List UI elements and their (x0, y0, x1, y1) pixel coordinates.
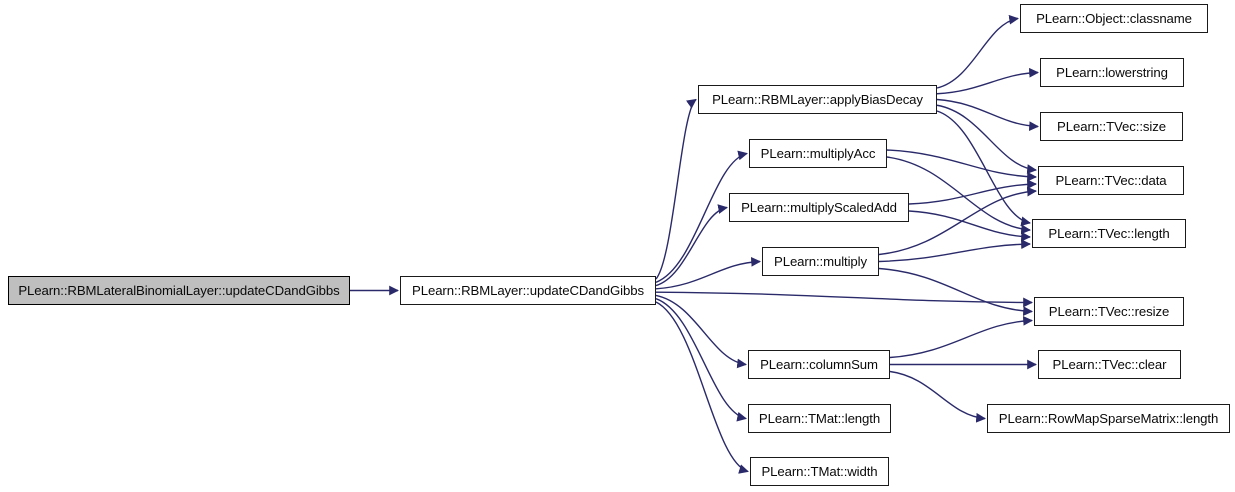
graph-edge-applybiasdecay-to-lowerstring (936, 67, 1039, 95)
graph-node-label: PLearn::lowerstring (1056, 64, 1168, 80)
graph-edge-rbmlayer_update-to-tvec_resize (655, 291, 1033, 308)
graph-node-tvec_resize[interactable]: PLearn::TVec::resize (1034, 297, 1184, 326)
graph-node-tvec_size[interactable]: PLearn::TVec::size (1040, 112, 1183, 141)
graph-node-multiply[interactable]: PLearn::multiply (762, 247, 879, 276)
graph-node-label: PLearn::TVec::size (1057, 118, 1166, 134)
graph-edge-multiplyscaledadd-to-tvec_length (908, 210, 1031, 242)
graph-node-label: PLearn::RBMLayer::applyBiasDecay (712, 91, 923, 107)
graph-node-label: PLearn::TMat::width (761, 463, 878, 479)
graph-node-tvec_clear[interactable]: PLearn::TVec::clear (1038, 350, 1181, 379)
graph-edge-rbmlayer_update-to-multiplyscaledadd (655, 204, 728, 287)
graph-node-label: PLearn::RBMLayer::updateCDandGibbs (412, 282, 644, 298)
graph-node-label: PLearn::RowMapSparseMatrix::length (998, 410, 1219, 426)
graph-node-label: PLearn::TVec::length (1048, 225, 1170, 241)
graph-edge-rbmlayer_update-to-tmat_width (655, 301, 749, 474)
graph-edge-rbmlayer_update-to-columnsum (655, 294, 747, 369)
graph-node-root[interactable]: PLearn::RBMLateralBinomialLayer::updateC… (8, 276, 350, 305)
graph-node-label: PLearn::multiply (774, 253, 867, 269)
graph-edge-applybiasdecay-to-tvec_data (936, 104, 1037, 174)
graph-node-columnsum[interactable]: PLearn::columnSum (748, 350, 890, 379)
graph-edge-multiplyscaledadd-to-tvec_data (908, 179, 1037, 205)
graph-edge-columnsum-to-tvec_resize (889, 315, 1033, 359)
graph-node-label: PLearn::RBMLateralBinomialLayer::updateC… (18, 282, 340, 298)
graph-node-rowmapsparsematrix_length[interactable]: PLearn::RowMapSparseMatrix::length (987, 404, 1230, 433)
graph-edge-rbmlayer_update-to-applybiasdecay (655, 98, 697, 280)
graph-node-label: PLearn::TMat::length (758, 410, 881, 426)
graph-edge-rbmlayer_update-to-multiply (655, 256, 761, 290)
graph-edge-applybiasdecay-to-tvec_size (936, 98, 1039, 132)
graph-edge-applybiasdecay-to-tvec_length (936, 110, 1031, 227)
graph-node-label: PLearn::Object::classname (1036, 10, 1192, 26)
graph-node-tvec_data[interactable]: PLearn::TVec::data (1038, 166, 1184, 195)
graph-edge-rbmlayer_update-to-tmat_length (655, 298, 747, 422)
graph-edge-applybiasdecay-to-object_classname (936, 14, 1019, 89)
graph-node-tvec_length[interactable]: PLearn::TVec::length (1032, 219, 1186, 248)
graph-edge-multiply-to-tvec_resize (878, 267, 1033, 316)
graph-edge-multiplyacc-to-tvec_data (886, 149, 1037, 182)
graph-node-applybiasdecay[interactable]: PLearn::RBMLayer::applyBiasDecay (698, 85, 937, 114)
graph-node-tmat_width[interactable]: PLearn::TMat::width (750, 457, 889, 486)
graph-node-rbmlayer_update[interactable]: PLearn::RBMLayer::updateCDandGibbs (400, 276, 656, 305)
graph-node-label: PLearn::TVec::resize (1048, 303, 1170, 319)
graph-node-multiplyscaledadd[interactable]: PLearn::multiplyScaledAdd (729, 193, 909, 222)
graph-node-label: PLearn::multiplyAcc (760, 145, 876, 161)
graph-node-label: PLearn::columnSum (760, 356, 878, 372)
graph-node-object_classname[interactable]: PLearn::Object::classname (1020, 4, 1208, 33)
graph-node-lowerstring[interactable]: PLearn::lowerstring (1040, 58, 1184, 87)
graph-node-label: PLearn::TVec::data (1055, 172, 1167, 188)
graph-node-label: PLearn::TVec::clear (1052, 356, 1167, 372)
graph-node-tmat_length[interactable]: PLearn::TMat::length (748, 404, 891, 433)
graph-node-label: PLearn::multiplyScaledAdd (741, 199, 897, 215)
graph-node-multiplyacc[interactable]: PLearn::multiplyAcc (749, 139, 887, 168)
graph-edge-columnsum-to-rowmapsparsematrix_length (889, 370, 986, 423)
graph-edge-multiply-to-tvec_length (878, 239, 1031, 263)
